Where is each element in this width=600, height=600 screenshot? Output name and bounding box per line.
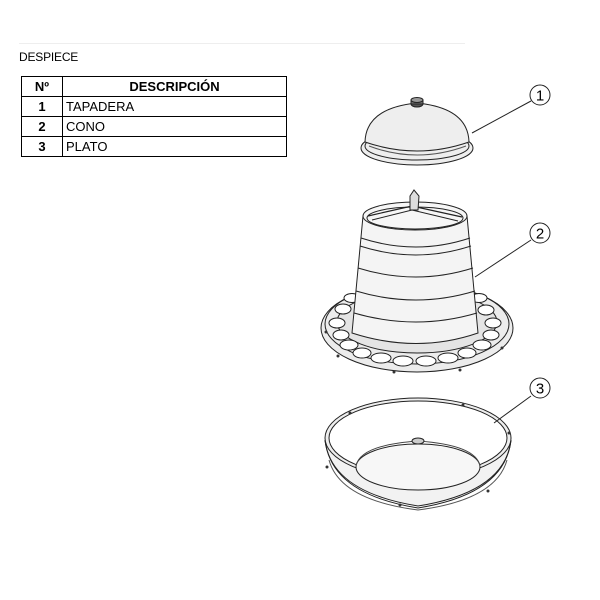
callout-2: 2 (474, 222, 551, 278)
row-description: PLATO (62, 136, 287, 157)
callout-3: 3 (493, 377, 551, 424)
header-description: DESCRIPCIÓN (62, 76, 287, 97)
parts-table: Nº DESCRIPCIÓN 1 TAPADERA 2 CONO 3 PLATO (21, 76, 287, 157)
row-number: 3 (21, 136, 63, 157)
header-number: Nº (21, 76, 63, 97)
callout-label: 2 (536, 226, 544, 243)
lid-part (360, 97, 474, 166)
table-row: 3 PLATO (21, 136, 287, 157)
table-header-row: Nº DESCRIPCIÓN (21, 76, 287, 97)
page-title: DESPIECE (19, 50, 79, 64)
cone-part (320, 189, 514, 374)
plate-part (324, 397, 512, 511)
callout-label: 1 (536, 88, 544, 105)
table-row: 2 CONO (21, 116, 287, 137)
callout-1: 1 (471, 84, 551, 134)
callout-label: 3 (536, 381, 544, 398)
table-row: 1 TAPADERA (21, 96, 287, 117)
top-rule (19, 43, 465, 44)
